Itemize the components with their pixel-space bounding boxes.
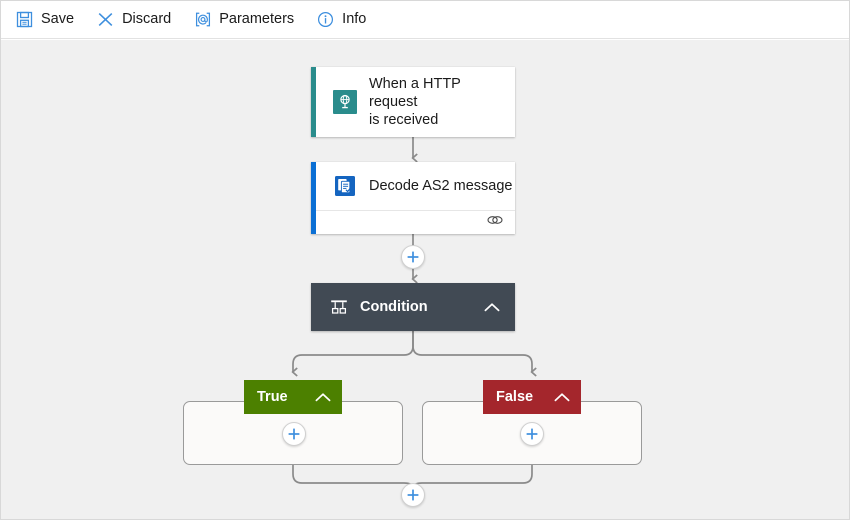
chevron-up-icon[interactable] [483,298,501,316]
discard-x-icon [96,10,115,29]
add-step-after-condition-button[interactable] [401,483,425,507]
plus-icon [526,428,538,440]
node-condition[interactable]: Condition [311,283,515,331]
add-step-true-branch-button[interactable] [282,422,306,446]
node-title-line2: is received [369,112,439,128]
chevron-up-icon[interactable] [553,388,571,406]
save-icon [15,10,34,29]
save-button[interactable]: Save [15,6,74,34]
node-title: When a HTTP request is received [369,75,509,129]
node-footer [311,210,515,234]
info-button-label: Info [342,11,367,28]
node-accent-bar [311,162,316,234]
parameters-button-label: Parameters [219,11,295,28]
discard-button[interactable]: Discard [96,6,171,34]
branch-header-false[interactable]: False [483,380,581,414]
node-title: Condition [360,299,428,315]
node-decode-as2-message[interactable]: Decode AS2 message [311,162,515,234]
plus-icon [407,489,419,501]
http-request-icon [333,90,357,114]
discard-button-label: Discard [122,11,172,28]
info-circle-icon [316,10,335,29]
decode-as2-document-icon [333,174,357,198]
designer-toolbar: Save Discard Parameters [1,1,849,39]
node-title: Decode AS2 message [369,178,513,194]
add-step-false-branch-button[interactable] [520,422,544,446]
branch-header-true[interactable]: True [244,380,342,414]
branch-true-label: True [257,388,288,405]
plus-icon [288,428,300,440]
node-accent-bar [311,67,316,137]
link-chain-icon[interactable] [486,213,504,232]
chevron-up-icon[interactable] [314,388,332,406]
node-title-line1: When a HTTP request [369,76,461,110]
node-http-request-trigger[interactable]: When a HTTP request is received [311,67,515,137]
parameters-button[interactable]: Parameters [193,6,294,34]
plus-icon [407,251,419,263]
save-button-label: Save [41,11,75,28]
parameters-at-bracket-icon [193,10,212,29]
branch-false-label: False [496,388,534,405]
add-step-after-decode-button[interactable] [401,245,425,269]
info-button[interactable]: Info [316,6,366,34]
workflow-canvas[interactable]: When a HTTP request is received [1,40,849,519]
condition-branch-icon [329,297,349,317]
